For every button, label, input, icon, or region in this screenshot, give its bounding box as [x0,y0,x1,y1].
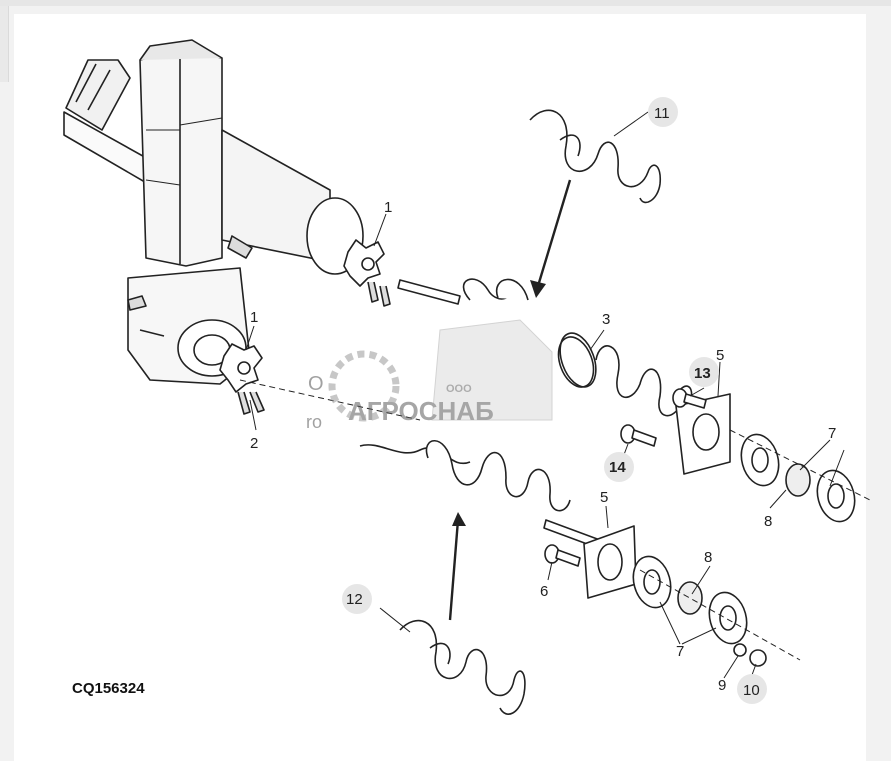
callout-12: 12 [346,591,363,608]
callout-8-upper: 8 [764,513,772,530]
retaining-ring [557,336,595,388]
upper-sprocket [343,239,391,307]
watermark-brand: АГРОСНАБ [348,396,494,426]
upper-auger-flights [559,332,693,417]
top-bar [0,0,891,6]
callout-8-lower: 8 [704,549,712,566]
flange-plate-upper [675,393,731,475]
auger-flight-segment-11 [529,109,662,204]
elevator-housing [139,39,223,267]
callout-7-lower: 7 [676,643,684,660]
callout-11-circle [648,97,678,127]
callout-6: 6 [540,583,548,600]
lower-auger [359,439,601,549]
bolt-13 [672,388,707,409]
callout-12-circle [342,584,372,614]
flange-plate-lower [583,525,637,599]
arrow-up [448,519,460,621]
figure-code: CQ156324 [72,680,145,697]
bearing-assembly-lower [632,555,767,667]
bolt-6 [544,544,581,567]
callout-1-lower: 1 [250,309,258,326]
callout-10: 10 [743,682,760,699]
watermark-ooo: ООО [446,383,472,395]
auger-flight-segment-12 [399,619,526,715]
elevator-chute [63,59,151,186]
left-edge-strip [0,6,9,82]
callout-3: 3 [602,311,610,328]
callout-2: 2 [250,435,258,452]
callout-14-circle [604,452,634,482]
callout-5-lower: 5 [600,489,608,506]
bearing-assembly-upper [740,433,856,523]
callout-1-upper: 1 [384,199,392,216]
upper-drum [221,129,364,275]
upper-auger [397,278,529,305]
watermark-fragment-1: О [308,373,324,395]
callout-13-circle [689,357,719,387]
callout-7-upper: 7 [828,425,836,442]
callout-10-circle [737,674,767,704]
callout-9: 9 [718,677,726,694]
lower-sprocket [219,343,265,415]
callout-5-upper: 5 [716,347,724,364]
watermark-fragment-2: ro [306,412,322,432]
callout-11: 11 [654,105,670,122]
arrow-down [536,179,572,287]
callout-14: 14 [609,459,626,476]
callout-13: 13 [694,365,711,382]
bolt-14 [620,424,657,447]
watermark: ООО АГРОСНАБ О ro [306,319,553,432]
